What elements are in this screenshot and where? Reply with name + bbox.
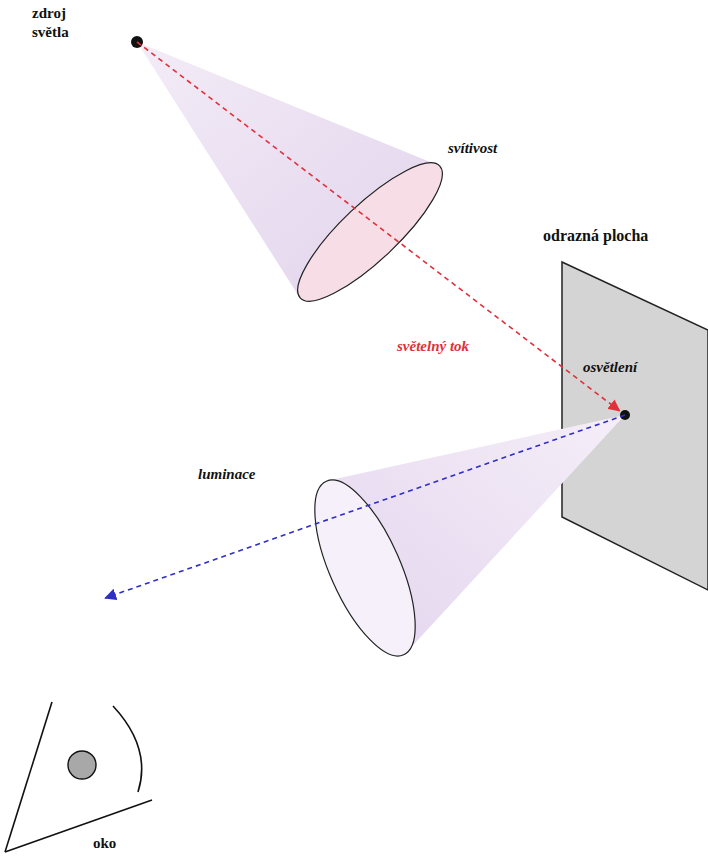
cone-rim <box>281 146 459 319</box>
light-ray <box>105 415 625 598</box>
node-text: osvětlení <box>583 358 637 377</box>
eye-pupil <box>68 751 96 779</box>
quantity-label: luminace <box>198 466 256 483</box>
intensity-cone <box>137 42 440 298</box>
eye-lid <box>5 702 52 852</box>
eye-cornea <box>113 706 142 792</box>
node-text: odrazná plocha <box>543 226 648 246</box>
light-source: zdroj světla <box>28 4 146 52</box>
reflecting-surface-node: odrazná plocha osvětlení <box>531 226 708 598</box>
cone-rim <box>294 467 435 669</box>
quantity-label: svítivost <box>448 140 497 157</box>
node-text: zdroj světla <box>32 4 102 42</box>
eye-lid <box>5 800 152 852</box>
node-text: oko <box>93 834 116 853</box>
light-ray <box>137 42 619 411</box>
eye-node: oko <box>0 598 125 860</box>
edge-label: světelný tok <box>395 338 471 355</box>
